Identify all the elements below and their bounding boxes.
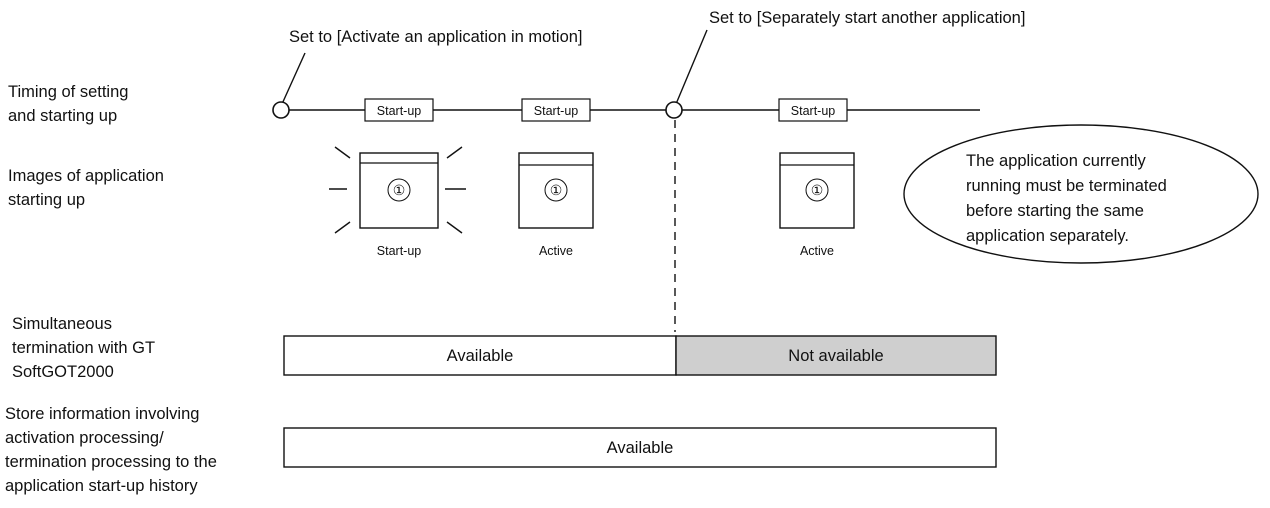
timeline-box-3: Start-up: [778, 98, 848, 122]
timeline-box-1: Start-up: [364, 98, 434, 122]
termination-available-segment: [283, 335, 677, 376]
app-icon-active-2: ①: [779, 152, 855, 229]
app-icon-caption-1: Start-up: [377, 244, 422, 258]
row-label-timing: Timing of setting and starting up: [8, 83, 133, 125]
app-icon-startup: ①: [329, 146, 466, 234]
svg-text:①: ①: [811, 182, 824, 198]
row-label-images: Images of application starting up: [8, 167, 169, 209]
row-label-termination: Simultaneous termination with GT SoftGOT…: [12, 315, 159, 381]
row-label-history: Store information involving activation p…: [5, 405, 221, 495]
svg-text:Start-up: Start-up: [534, 104, 579, 118]
termination-not-available-segment: [675, 335, 997, 376]
annotation-activate: Set to [Activate an application in motio…: [289, 28, 583, 46]
svg-text:①: ①: [393, 182, 406, 198]
timeline-box-2: Start-up: [521, 98, 591, 122]
annotation-separate: Set to [Separately start another applica…: [709, 9, 1025, 27]
annotation-separate-leader: [675, 29, 708, 105]
history-available-label: Available: [607, 439, 674, 457]
burst-rays-icon: [329, 146, 466, 234]
note-text: The application currently running must b…: [966, 152, 1171, 245]
timeline-start-marker: [272, 101, 290, 119]
termination-bar: Available Not available: [283, 335, 997, 376]
annotation-activate-leader: [281, 52, 306, 105]
app-icon-caption-2: Active: [539, 244, 573, 258]
svg-text:①: ①: [550, 182, 563, 198]
app-icon-active-1: ①: [518, 152, 594, 229]
history-bar: Available: [283, 427, 997, 468]
svg-text:Start-up: Start-up: [377, 104, 422, 118]
note-callout: The application currently running must b…: [903, 124, 1259, 264]
svg-text:Start-up: Start-up: [791, 104, 836, 118]
termination-not-available-label: Not available: [788, 347, 883, 365]
termination-available-label: Available: [447, 347, 514, 365]
app-icon-caption-3: Active: [800, 244, 834, 258]
timeline-switch-marker: [665, 101, 683, 119]
